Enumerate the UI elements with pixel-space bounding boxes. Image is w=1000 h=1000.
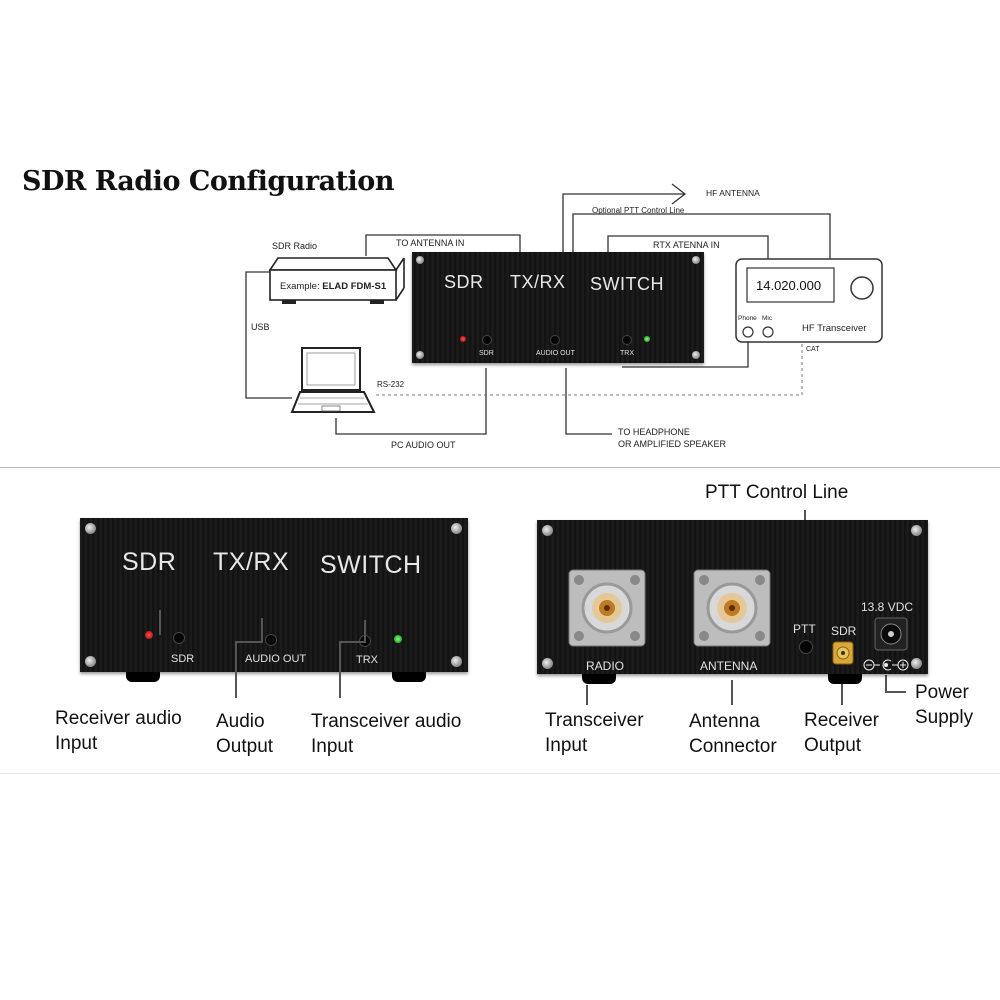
box-text-txrx: TX/RX xyxy=(510,272,566,292)
sdr-jack-icon xyxy=(173,632,185,644)
bottom-divider xyxy=(0,773,1000,774)
sdr-radio-icon xyxy=(268,257,405,304)
to-antenna-in-label: TO ANTENNA IN xyxy=(396,238,465,248)
ptt-jack-icon xyxy=(799,640,813,654)
rs232-label: RS-232 xyxy=(377,380,405,389)
green-led-icon xyxy=(394,635,402,643)
hf-transceiver-label: HF Transceiver xyxy=(802,323,867,334)
screw-icon xyxy=(451,656,462,667)
optional-ptt-label: Optional PTT Control Line xyxy=(592,206,685,215)
hf-antenna-label: HF ANTENNA xyxy=(706,188,760,198)
screw-icon xyxy=(911,658,922,669)
rtx-antenna-in-label: RTX ATENNA IN xyxy=(653,240,720,250)
rear-panel: RADIO ANTENNA PTT SDR 13.8 VDC xyxy=(537,520,928,674)
sma-connector-icon xyxy=(832,641,854,665)
to-headphone-label: TO HEADPHONE xyxy=(618,427,690,437)
sdr-jack-icon xyxy=(482,335,492,345)
callout-ptt-control-line: PTT Control Line xyxy=(705,482,849,503)
cat-label: CAT xyxy=(806,346,820,353)
green-led-icon xyxy=(644,336,650,342)
front-jack-sdr-label: SDR xyxy=(171,653,195,665)
rubber-foot xyxy=(582,674,616,684)
connection-lines xyxy=(245,183,883,435)
sdr-radio-label: SDR Radio xyxy=(272,241,318,251)
sdr-radio-example: Example: ELAD FDM-S1 xyxy=(280,281,387,292)
laptop-icon xyxy=(290,347,376,413)
box-jack-audio-out-label: AUDIO OUT xyxy=(536,350,575,357)
rear-sdr-label: SDR xyxy=(831,624,857,638)
so239-radio-connector-icon xyxy=(568,569,646,647)
front-text-switch: SWITCH xyxy=(320,551,422,579)
rubber-foot xyxy=(392,672,426,682)
screw-icon xyxy=(85,656,96,667)
switch-box-diagram: SDR TX/RX SWITCH SDR AUDIO OUT TRX xyxy=(412,252,704,363)
rear-vdc-label: 13.8 VDC xyxy=(861,600,914,614)
audio-out-jack-icon xyxy=(550,335,560,345)
amplified-speaker-label: OR AMPLIFIED SPEAKER xyxy=(618,439,727,449)
red-led-icon xyxy=(460,336,466,342)
rear-radio-label: RADIO xyxy=(586,659,625,673)
screw-icon xyxy=(911,525,922,536)
screw-icon xyxy=(85,523,96,534)
front-panel: SDR TX/RX SWITCH SDR AUDIO OUT TRX xyxy=(80,518,468,672)
front-jack-audio-out-label: AUDIO OUT xyxy=(245,653,307,665)
screw-icon xyxy=(451,523,462,534)
box-jack-sdr-label: SDR xyxy=(479,350,494,357)
rear-ptt-label: PTT xyxy=(793,622,816,636)
audio-out-jack-icon xyxy=(265,634,277,646)
red-led-icon xyxy=(145,631,153,639)
screw-icon xyxy=(542,658,553,669)
phone-label: Phone xyxy=(738,315,757,322)
front-text-txrx: TX/RX xyxy=(213,548,290,576)
screw-icon xyxy=(542,525,553,536)
page-title: SDR Radio Configuration xyxy=(22,166,394,197)
rubber-foot xyxy=(828,674,862,684)
front-text-sdr: SDR xyxy=(122,548,177,576)
box-jack-trx-label: TRX xyxy=(620,350,634,357)
rubber-foot xyxy=(126,672,160,682)
pc-audio-out-label: PC AUDIO OUT xyxy=(391,440,456,450)
box-text-switch: SWITCH xyxy=(590,274,664,294)
front-jack-trx-label: TRX xyxy=(356,654,378,666)
trx-jack-icon xyxy=(622,335,632,345)
so239-antenna-connector-icon xyxy=(693,569,771,647)
hf-transceiver-icon xyxy=(735,258,883,343)
box-text-sdr: SDR xyxy=(444,272,484,292)
usb-label: USB xyxy=(251,322,270,332)
section-divider xyxy=(0,467,1000,468)
dc-power-jack-icon xyxy=(874,617,908,651)
frequency-display: 14.020.000 xyxy=(756,278,822,293)
mic-label: Mic xyxy=(762,315,773,322)
polarity-symbol-icon xyxy=(863,659,909,671)
rear-antenna-label: ANTENNA xyxy=(700,659,758,673)
